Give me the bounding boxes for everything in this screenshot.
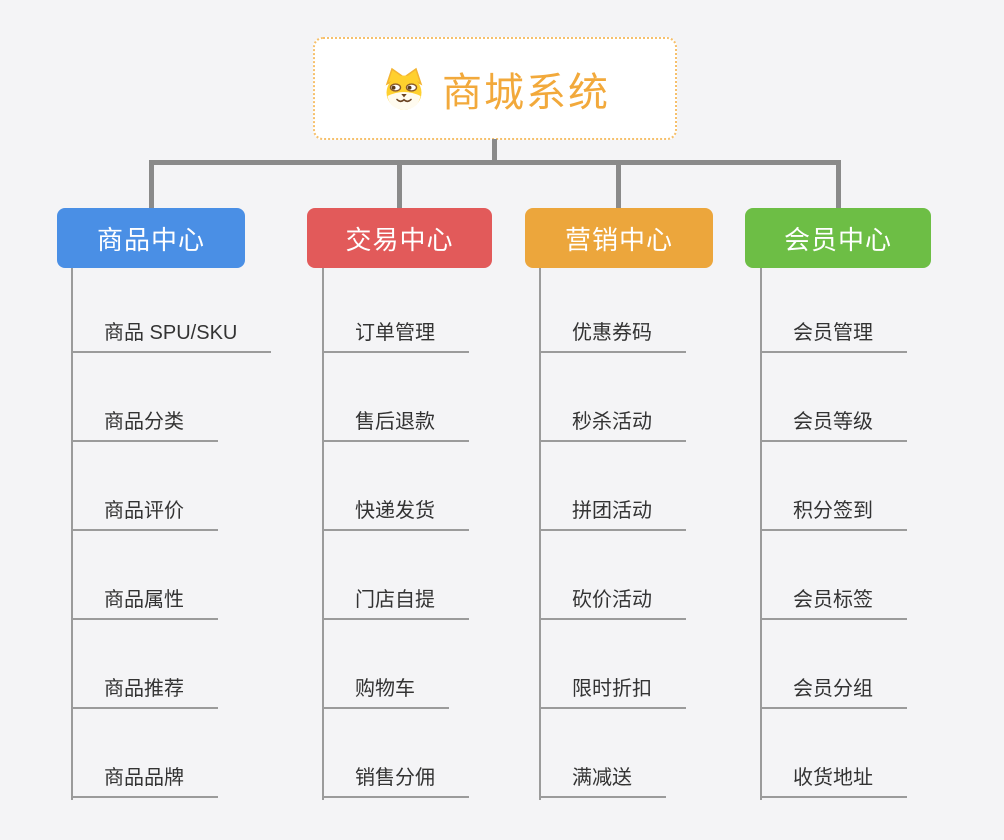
trunk-line-branch-3: [539, 268, 541, 800]
child-node-product-review[interactable]: 商品评价: [71, 489, 218, 531]
branch-node-trade-center[interactable]: 交易中心: [307, 208, 492, 268]
shiba-dog-face-icon: [380, 66, 428, 112]
child-node-aftersale-refund[interactable]: 售后退款: [322, 400, 469, 442]
child-node-member-group[interactable]: 会员分组: [760, 667, 907, 709]
trunk-line-branch-2: [322, 268, 324, 800]
trunk-line-branch-4: [760, 268, 762, 800]
child-node-shipping-address[interactable]: 收货地址: [760, 756, 907, 798]
child-node-flash-sale[interactable]: 秒杀活动: [539, 400, 686, 442]
child-node-bargain-activity[interactable]: 砍价活动: [539, 578, 686, 620]
branch-node-marketing-center[interactable]: 营销中心: [525, 208, 713, 268]
child-node-limited-time-discount[interactable]: 限时折扣: [539, 667, 686, 709]
child-node-product-spu-sku[interactable]: 商品 SPU/SKU: [71, 311, 272, 353]
child-node-store-pickup[interactable]: 门店自提: [322, 578, 469, 620]
connector-drop-branch-4: [836, 160, 841, 208]
child-node-member-management[interactable]: 会员管理: [760, 311, 907, 353]
connector-root-vertical: [492, 139, 497, 165]
child-node-spend-and-save[interactable]: 满减送: [539, 756, 666, 798]
child-node-member-level[interactable]: 会员等级: [760, 400, 907, 442]
connector-horizontal-bus: [149, 160, 841, 165]
child-node-points-checkin[interactable]: 积分签到: [760, 489, 907, 531]
root-node-mall-system[interactable]: 商城系统: [313, 37, 677, 140]
trunk-line-branch-1: [71, 268, 73, 800]
child-node-sales-commission[interactable]: 销售分佣: [322, 756, 469, 798]
connector-drop-branch-2: [397, 160, 402, 208]
child-node-member-tag[interactable]: 会员标签: [760, 578, 907, 620]
child-node-express-shipping[interactable]: 快递发货: [322, 489, 469, 531]
child-node-product-recommend[interactable]: 商品推荐: [71, 667, 218, 709]
child-node-product-brand[interactable]: 商品品牌: [71, 756, 218, 798]
child-node-shopping-cart[interactable]: 购物车: [322, 667, 449, 709]
connector-drop-branch-1: [149, 160, 154, 208]
child-node-group-buy[interactable]: 拼团活动: [539, 489, 686, 531]
child-node-product-category[interactable]: 商品分类: [71, 400, 218, 442]
child-node-order-management[interactable]: 订单管理: [322, 311, 469, 353]
branch-node-product-center[interactable]: 商品中心: [57, 208, 245, 268]
root-node-title: 商城系统: [442, 70, 610, 115]
child-node-product-attribute[interactable]: 商品属性: [71, 578, 218, 620]
child-node-coupon-code[interactable]: 优惠券码: [539, 311, 686, 353]
branch-node-member-center[interactable]: 会员中心: [745, 208, 931, 268]
connector-drop-branch-3: [616, 160, 621, 208]
